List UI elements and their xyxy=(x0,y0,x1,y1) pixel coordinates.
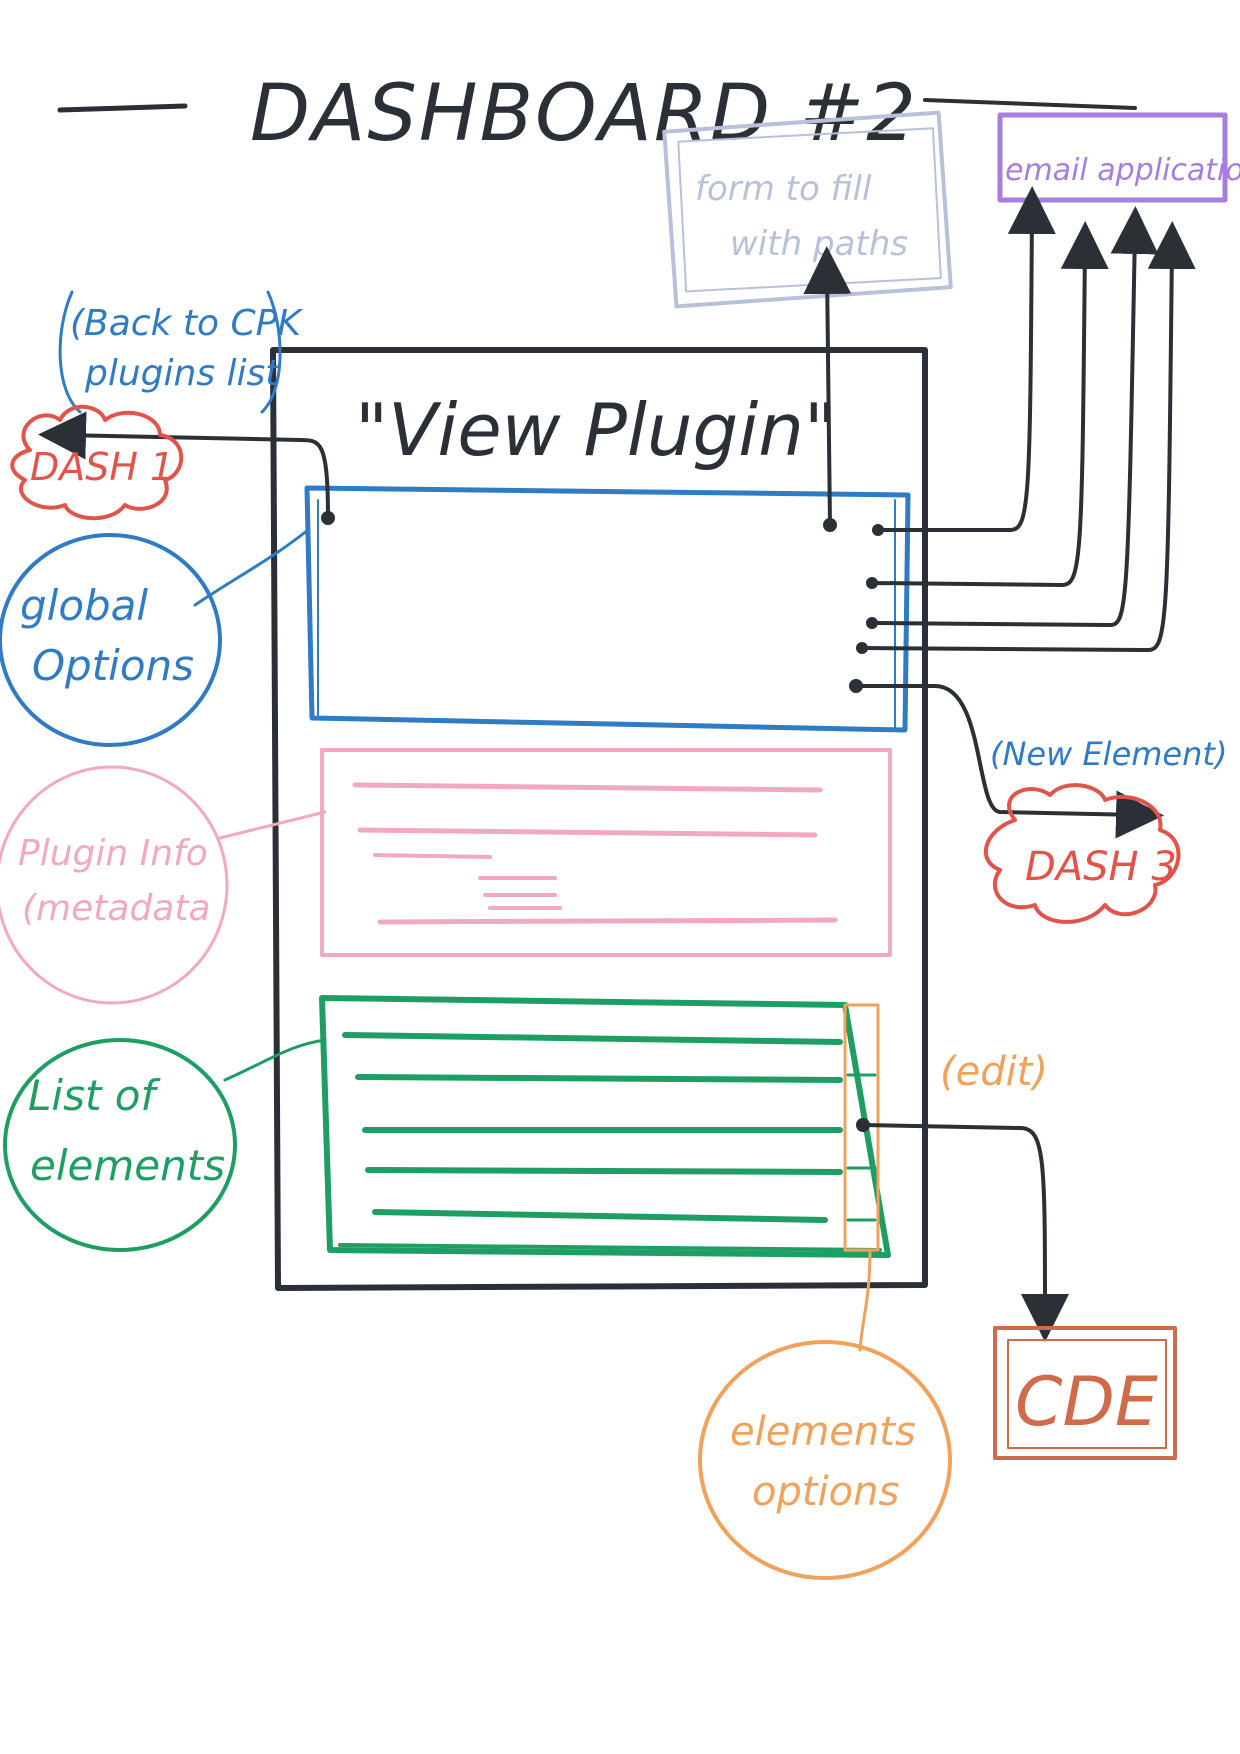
email-arrow-2 xyxy=(870,221,1109,587)
email-app-box: email application xyxy=(997,112,1240,203)
elements-options-label-1: elements xyxy=(730,1409,916,1455)
dash1-cloud: DASH 1 xyxy=(10,404,184,521)
back-arrow xyxy=(38,411,330,520)
edit-arrow xyxy=(861,1123,1069,1342)
cde-box: CDE xyxy=(993,1326,1177,1460)
title-to-email-line xyxy=(923,98,1137,110)
list-leader xyxy=(223,1038,327,1082)
back-label-1: (Back to CPK xyxy=(70,303,303,344)
dash1-label: DASH 1 xyxy=(30,445,174,489)
list-of-elements-callout: List of elements xyxy=(3,1038,237,1252)
global-label-1: global xyxy=(20,581,148,630)
form-box: form to fill with paths xyxy=(662,110,953,309)
view-plugin-title: "View Plugin" xyxy=(355,388,837,472)
global-label-2: Options xyxy=(32,641,194,690)
form-label-1: form to fill xyxy=(695,169,872,209)
cde-label: CDE xyxy=(1015,1363,1158,1442)
page-title: DASHBOARD #2 xyxy=(250,69,918,159)
plugin-info-label-2: (metadata xyxy=(22,888,211,929)
form-arrow xyxy=(803,246,852,527)
plugin-info-leader xyxy=(218,810,327,840)
elements-options-callout: elements options xyxy=(698,1340,952,1580)
email-arrow-4 xyxy=(860,221,1196,652)
elements-options-leader xyxy=(858,1248,872,1352)
email-arrow-1 xyxy=(876,186,1056,532)
plugin-info-label-1: Plugin Info xyxy=(18,833,208,874)
form-label-2: with paths xyxy=(730,224,908,264)
email-app-label: email application xyxy=(1005,153,1240,188)
dash3-label: DASH 3 xyxy=(1025,844,1177,890)
new-element-label: (New Element) xyxy=(990,735,1227,773)
plugin-info-panel xyxy=(320,748,892,957)
title-dash xyxy=(57,103,188,113)
global-options-callout: global Options xyxy=(0,533,222,747)
elements-list-panel xyxy=(319,995,891,1258)
email-arrow-3 xyxy=(870,206,1159,627)
plugin-info-callout: Plugin Info (metadata xyxy=(0,765,229,1005)
view-plugin-frame: "View Plugin" xyxy=(270,347,928,1291)
back-label-2: plugins list xyxy=(84,353,281,394)
back-to-plugins-callout: (Back to CPK plugins list xyxy=(58,290,303,414)
edit-label: (edit) xyxy=(940,1049,1048,1095)
dash3-cloud: DASH 3 xyxy=(983,783,1181,924)
global-options-panel xyxy=(304,485,911,733)
elements-options-label-2: options xyxy=(752,1469,899,1515)
list-label-1: List of xyxy=(28,1071,161,1120)
global-leader xyxy=(193,528,310,607)
new-element-arrow xyxy=(854,684,1164,839)
elements-options-column xyxy=(843,1003,880,1252)
list-label-2: elements xyxy=(30,1141,225,1190)
